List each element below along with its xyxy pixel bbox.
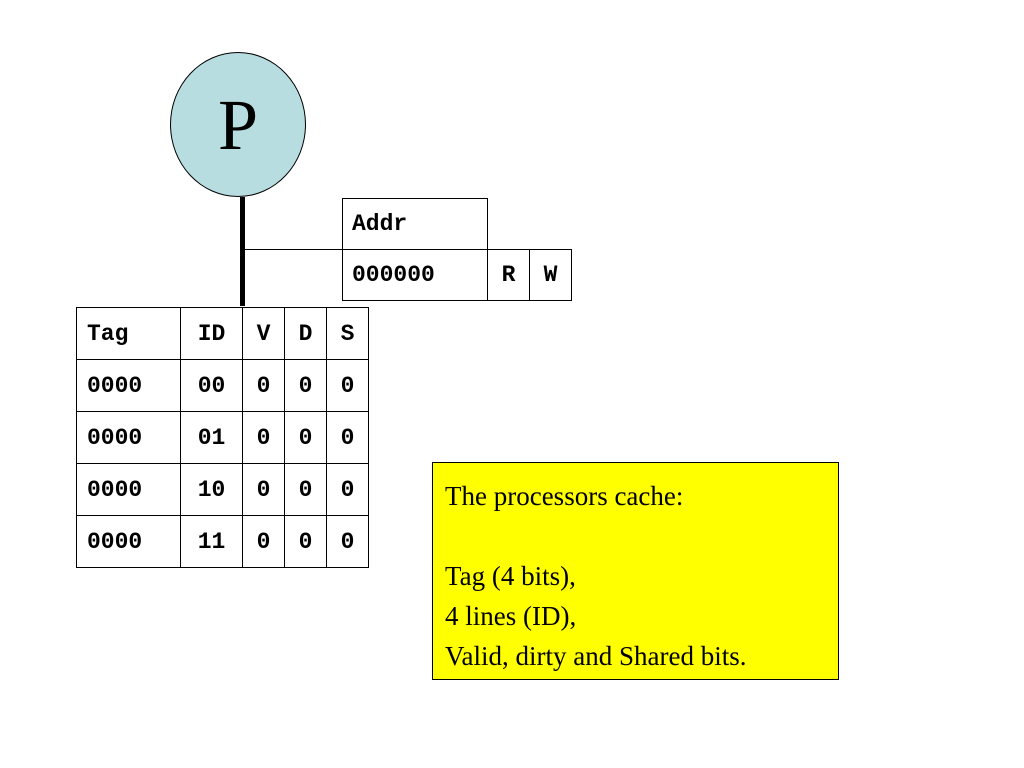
- processor-bus-line: [240, 197, 245, 306]
- tag-cell: 0000: [76, 463, 181, 516]
- processor-node: P: [170, 52, 306, 197]
- cache-line-row: 0000 01 0 0 0: [76, 411, 369, 464]
- shared-bit-cell: 0: [326, 411, 369, 464]
- note-line: Valid, dirty and Shared bits.: [445, 641, 747, 671]
- note-line: 4 lines (ID),: [445, 601, 577, 631]
- write-flag: W: [529, 249, 572, 301]
- explanation-note: The processors cache: Tag (4 bits), 4 li…: [432, 462, 839, 680]
- shared-bit-cell: 0: [326, 359, 369, 412]
- id-cell: 00: [180, 359, 243, 412]
- column-header-dirty: D: [284, 307, 327, 360]
- column-header-id: ID: [180, 307, 243, 360]
- cache-header-row: Tag ID V D S: [76, 307, 369, 360]
- read-flag: R: [487, 249, 530, 301]
- cache-table: Tag ID V D S 0000 00 0 0 0 0000 01 0 0 0…: [76, 307, 369, 568]
- column-header-valid: V: [242, 307, 285, 360]
- column-header-shared: S: [326, 307, 369, 360]
- valid-bit-cell: 0: [242, 359, 285, 412]
- id-cell: 11: [180, 515, 243, 568]
- valid-bit-cell: 0: [242, 515, 285, 568]
- address-header-row: Addr: [342, 198, 572, 250]
- shared-bit-cell: 0: [326, 463, 369, 516]
- address-value-row: 000000 R W: [342, 249, 572, 301]
- cache-line-row: 0000 10 0 0 0: [76, 463, 369, 516]
- tag-cell: 0000: [76, 359, 181, 412]
- address-tap-line: [245, 249, 343, 250]
- shared-bit-cell: 0: [326, 515, 369, 568]
- note-line: Tag (4 bits),: [445, 561, 576, 591]
- processor-label: P: [217, 84, 259, 165]
- note-line: The processors cache:: [445, 481, 684, 511]
- tag-cell: 0000: [76, 515, 181, 568]
- cache-line-row: 0000 11 0 0 0: [76, 515, 369, 568]
- id-cell: 01: [180, 411, 243, 464]
- address-header: Addr: [342, 198, 488, 250]
- dirty-bit-cell: 0: [284, 515, 327, 568]
- address-register: Addr 000000 R W: [342, 198, 572, 301]
- dirty-bit-cell: 0: [284, 359, 327, 412]
- tag-cell: 0000: [76, 411, 181, 464]
- column-header-tag: Tag: [76, 307, 181, 360]
- dirty-bit-cell: 0: [284, 463, 327, 516]
- valid-bit-cell: 0: [242, 463, 285, 516]
- dirty-bit-cell: 0: [284, 411, 327, 464]
- id-cell: 10: [180, 463, 243, 516]
- valid-bit-cell: 0: [242, 411, 285, 464]
- address-value: 000000: [342, 249, 488, 301]
- cache-line-row: 0000 00 0 0 0: [76, 359, 369, 412]
